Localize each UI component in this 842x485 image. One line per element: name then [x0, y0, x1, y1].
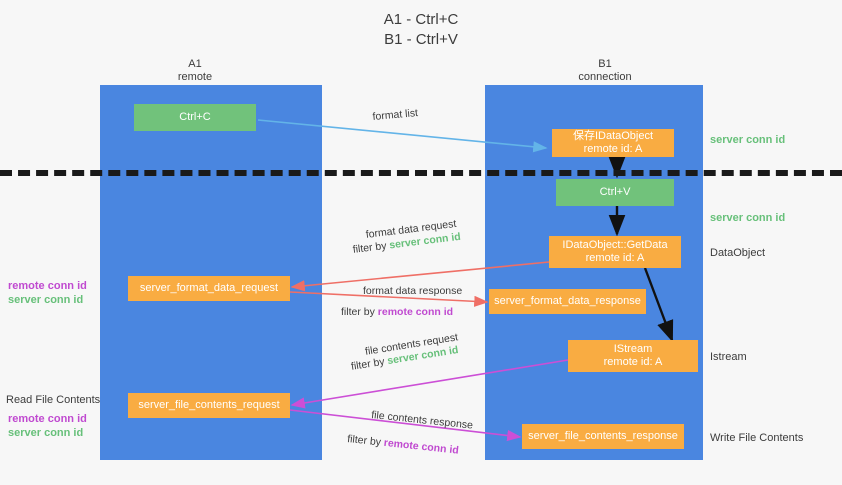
- box-ctrl-v[interactable]: Ctrl+V: [556, 179, 674, 206]
- page-title: A1 - Ctrl+C B1 - Ctrl+V: [383, 11, 459, 48]
- side-label-left-bottom-remote-conn-id: remote conn id: [8, 413, 87, 425]
- side-label-left-bottom-server-conn-id: server conn id: [8, 427, 84, 439]
- annotation-format-data-response-filter: filter by remote conn id: [341, 305, 453, 320]
- side-label-right-second-server-conn-id: server conn id: [710, 212, 786, 224]
- box-istream-line2: remote id: A: [603, 356, 663, 368]
- box-istream-line1: IStream: [613, 343, 653, 355]
- lane-header-a1: A1 remote: [177, 58, 213, 83]
- filter-prefix: filter by: [346, 432, 385, 449]
- annotation-format-data-response-text: format data response: [363, 285, 463, 297]
- box-server-file-contents-request-label: server_file_contents_request: [138, 399, 280, 411]
- box-save-idataobject-line2: remote id: A: [583, 143, 643, 155]
- annotation-file-contents-response: file contents response: [370, 408, 474, 434]
- filter-prefix: filter by: [341, 306, 378, 318]
- box-server-format-data-request-label: server_format_data_request: [139, 282, 279, 294]
- box-server-format-data-response-label: server_format_data_response: [494, 295, 641, 307]
- box-idataobject-getdata-line2: remote id: A: [585, 252, 645, 264]
- box-ctrl-v-label: Ctrl+V: [599, 186, 631, 198]
- box-server-file-contents-response[interactable]: server_file_contents_response: [522, 424, 684, 449]
- filter-key-remote-conn-id: remote conn id: [377, 306, 454, 318]
- side-label-left-server-conn-id: server conn id: [8, 294, 84, 306]
- box-save-idataobject-line1: 保存IDataObject: [572, 130, 654, 142]
- annotation-format-data-response: format data response: [363, 284, 462, 299]
- box-save-idataobject[interactable]: 保存IDataObject remote id: A: [552, 129, 674, 157]
- side-label-istream: Istream: [710, 351, 747, 363]
- box-istream[interactable]: IStream remote id: A: [568, 340, 698, 372]
- filter-prefix: filter by: [350, 355, 389, 373]
- annotation-format-list: format list: [372, 107, 419, 123]
- filter-key-remote-conn-id: remote conn id: [383, 436, 460, 457]
- side-label-left-remote-conn-id: remote conn id: [8, 280, 87, 292]
- box-idataobject-getdata-line1: IDataObject::GetData: [562, 239, 668, 251]
- side-label-write-file-contents: Write File Contents: [710, 432, 804, 444]
- lane-header-b1: B1 connection: [578, 58, 632, 83]
- box-idataobject-getdata[interactable]: IDataObject::GetData remote id: A: [549, 236, 681, 268]
- annotation-file-contents-response-text: file contents response: [370, 408, 474, 432]
- box-server-format-data-response[interactable]: server_format_data_response: [489, 289, 646, 314]
- side-label-dataobject: DataObject: [710, 247, 766, 259]
- box-ctrl-c-label: Ctrl+C: [179, 111, 211, 123]
- side-label-read-file-contents: Read File Contents: [6, 394, 101, 406]
- box-server-file-contents-request[interactable]: server_file_contents_request: [128, 393, 290, 418]
- box-server-format-data-request[interactable]: server_format_data_request: [128, 276, 290, 301]
- side-label-right-top-server-conn-id: server conn id: [710, 134, 786, 146]
- annotation-file-contents-response-filter: filter by remote conn id: [346, 432, 460, 459]
- filter-prefix: filter by: [352, 239, 391, 256]
- box-ctrl-c[interactable]: Ctrl+C: [134, 104, 256, 131]
- phase-divider: [0, 170, 842, 176]
- box-server-file-contents-response-label: server_file_contents_response: [528, 430, 678, 442]
